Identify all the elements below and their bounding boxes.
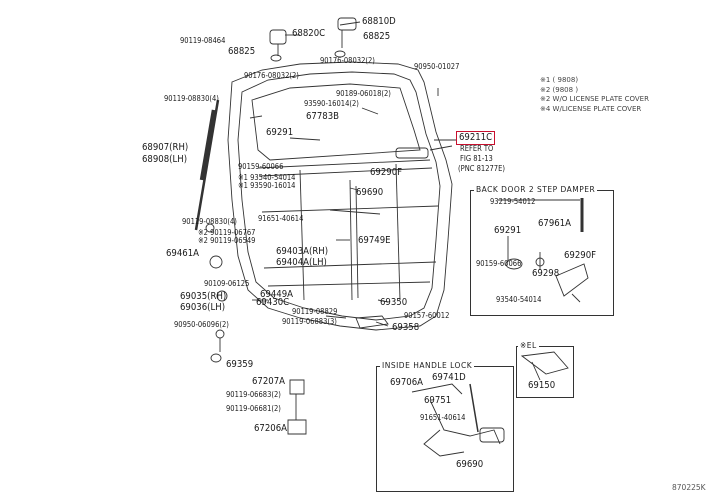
part-label[interactable]: 69449A <box>260 289 294 300</box>
part-label[interactable]: 69749E <box>358 235 391 246</box>
part-label[interactable]: 90189-06018(2) <box>336 89 391 98</box>
part-label[interactable]: ※1 93540-54014 <box>238 173 296 182</box>
part-label[interactable]: ※2 90119-06767 <box>198 228 256 237</box>
part-label[interactable]: 69741D <box>432 372 466 383</box>
legend: ※1 ( 9808) ※2 (9808 ) ※2 W/O LICENSE PLA… <box>540 76 649 114</box>
part-label[interactable]: 90176-08032(2) <box>244 71 299 80</box>
part-label[interactable]: 69690 <box>356 187 384 198</box>
part-label[interactable]: 90119-06681(2) <box>226 404 281 413</box>
part-label[interactable]: 90119-06883(3) <box>282 317 337 326</box>
part-label[interactable]: 90950-01027 <box>414 62 460 71</box>
part-label[interactable]: 67961A <box>538 218 572 229</box>
part-label[interactable]: 69290F <box>564 250 597 261</box>
part-label[interactable]: 90159-60066 <box>476 259 522 268</box>
part-label[interactable]: 69291 <box>266 127 294 138</box>
part-label[interactable]: 69350 <box>380 297 408 308</box>
part-label[interactable]: ※1 93590-16014 <box>238 181 296 190</box>
part-label[interactable]: 69461A <box>166 248 200 259</box>
part-label[interactable]: 90157-60012 <box>404 311 450 320</box>
part-label[interactable]: 90109-06125 <box>204 279 250 288</box>
part-label[interactable]: 68825 <box>228 46 256 57</box>
part-label[interactable]: 69706A <box>390 377 424 388</box>
part-label[interactable]: 68825 <box>363 31 391 42</box>
part-label[interactable]: 69403A(RH) <box>276 246 329 257</box>
part-label[interactable]: 69298 <box>532 268 560 279</box>
gas-strut <box>194 99 220 231</box>
part-label[interactable]: 69430C <box>256 297 290 308</box>
part-label[interactable]: 68908(LH) <box>142 154 188 165</box>
part-label[interactable]: 93540-54014 <box>496 295 542 304</box>
refer-note: REFER TO <box>460 144 494 153</box>
legend-line: ※1 ( 9808) <box>540 76 579 84</box>
part-label[interactable]: 68907(RH) <box>142 142 189 153</box>
part-label[interactable]: 67783B <box>306 111 340 122</box>
part-label[interactable]: 67207A <box>252 376 286 387</box>
refer-note: (PNC 81277E) <box>458 164 505 173</box>
part-label[interactable]: 69404A(LH) <box>276 257 327 268</box>
part-label[interactable]: 69035(RH) <box>180 291 227 302</box>
part-label[interactable]: 69150 <box>528 380 556 391</box>
part-label[interactable]: 69291 <box>494 225 522 236</box>
lock-inset-title: INSIDE HANDLE LOCK <box>380 361 475 370</box>
part-label[interactable]: 68820C <box>292 28 326 39</box>
part-label[interactable]: 90159-60066 <box>238 162 284 171</box>
part-label[interactable]: 93590-16014(2) <box>304 99 359 108</box>
part-label[interactable]: 69036(LH) <box>180 302 226 313</box>
part-label[interactable]: 90119-08829 <box>292 307 338 316</box>
back-door-panel <box>227 61 453 331</box>
el-inset-title: ※EL <box>518 341 539 350</box>
legend-line: ※2 W/O LICENSE PLATE COVER <box>540 95 649 103</box>
part-label[interactable]: 69290F <box>370 167 403 178</box>
part-label[interactable]: 90119-08464 <box>180 36 226 45</box>
diagram-code: 870225K <box>672 483 706 492</box>
part-label[interactable]: 91651-40614 <box>258 214 304 223</box>
part-label[interactable]: 90176-08032(2) <box>320 56 375 65</box>
refer-note: FIG 81-13 <box>460 154 493 163</box>
part-label[interactable]: ※2 90119-06549 <box>198 236 256 245</box>
part-label[interactable]: 90119-08830(4) <box>182 217 237 226</box>
legend-line: ※2 (9808 ) <box>540 85 579 94</box>
part-label[interactable]: 90950-06096(2) <box>174 320 229 329</box>
part-label[interactable]: 93219-54012 <box>490 197 536 206</box>
part-label[interactable]: 69359 <box>226 359 254 370</box>
part-label[interactable]: 69690 <box>456 459 484 470</box>
part-label[interactable]: 68810D <box>362 16 396 27</box>
damper-inset-title: BACK DOOR 2 STEP DAMPER <box>474 185 598 194</box>
part-label-highlighted[interactable]: 69211C <box>456 131 496 145</box>
el-inset-box <box>516 346 574 398</box>
part-label[interactable]: 67206A <box>254 423 288 434</box>
legend-line: ※4 W/LICENSE PLATE COVER <box>540 104 642 113</box>
part-label[interactable]: 69751 <box>424 395 452 406</box>
part-label[interactable]: 90119-06683(2) <box>226 390 281 399</box>
part-label[interactable]: 69358 <box>392 322 420 333</box>
part-label[interactable]: 91651-40614 <box>420 413 466 422</box>
part-label[interactable]: 90119-08830(4) <box>164 94 219 103</box>
